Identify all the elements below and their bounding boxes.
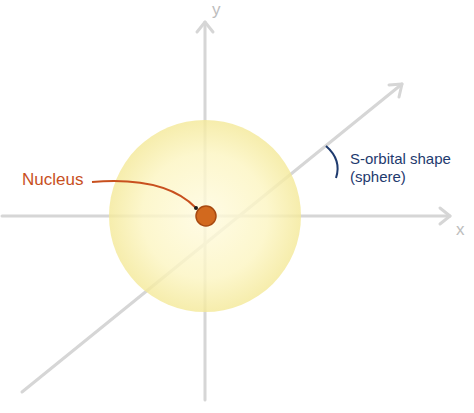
z-arrowhead bbox=[389, 84, 402, 97]
z-axis bbox=[22, 84, 402, 392]
nucleus-dot bbox=[196, 206, 216, 226]
axes bbox=[2, 22, 450, 400]
nucleus-leader bbox=[92, 181, 196, 208]
callout-label: S-orbital shape (sphere) bbox=[350, 150, 470, 186]
x-arrowhead bbox=[440, 208, 450, 224]
s-orbital-sphere bbox=[109, 120, 301, 312]
y-arrowhead bbox=[197, 22, 213, 32]
orbital-leader bbox=[326, 146, 338, 178]
callout-label: Nucleus bbox=[22, 170, 83, 190]
axis-label: x bbox=[456, 220, 465, 240]
axis-label: y bbox=[212, 0, 221, 20]
leader-dot bbox=[194, 206, 198, 210]
